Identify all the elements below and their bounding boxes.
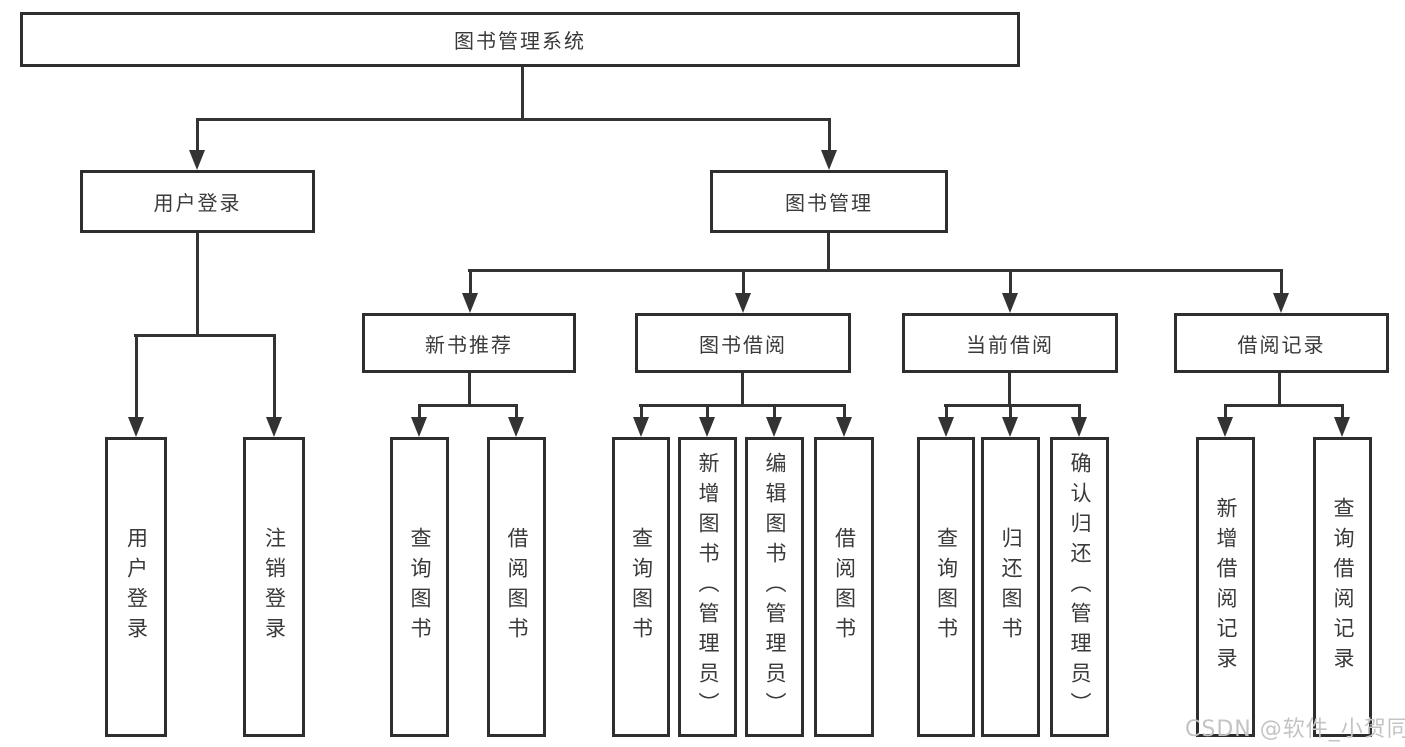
arrow-to-query-books-1 — [411, 404, 428, 437]
node-book-management: 图书管理 — [710, 170, 948, 233]
leaf-query-books-1-label: 查询图书 — [408, 527, 432, 647]
connector-book-borrow-stub — [741, 373, 744, 406]
leaf-confirm-return-admin: 确认归还（管理员） — [1050, 437, 1109, 737]
leaf-add-books-admin: 新增图书（管理员） — [678, 437, 737, 737]
leaf-query-books-3: 查询图书 — [917, 437, 975, 737]
leaf-borrow-books-1-label: 借阅图书 — [505, 527, 529, 647]
arrow-to-query-books-3 — [937, 404, 955, 437]
connector-new-book-bar — [418, 404, 518, 407]
connector-current-borrow-stub — [1008, 373, 1011, 406]
arrow-to-book-management — [820, 118, 838, 170]
leaf-add-books-admin-label: 新增图书（管理员） — [696, 452, 720, 722]
csdn-watermark: CSDN @软件_小贺同学 — [1185, 717, 1405, 742]
leaf-query-books-1: 查询图书 — [390, 437, 449, 737]
arrow-to-borrow-books-1 — [508, 404, 525, 437]
arrow-to-current-borrow — [1001, 269, 1019, 313]
connector-book-mgmt-bar — [468, 269, 1282, 272]
leaf-borrow-books-2-label: 借阅图书 — [832, 527, 857, 647]
node-new-book-recommend: 新书推荐 — [362, 313, 576, 373]
leaf-add-borrow-record: 新增借阅记录 — [1196, 437, 1255, 737]
leaf-query-borrow-record: 查询借阅记录 — [1313, 437, 1372, 737]
connector-new-book-stub — [468, 373, 471, 406]
arrow-to-edit-books-admin — [766, 404, 783, 437]
leaf-confirm-return-admin-label: 确认归还（管理员） — [1068, 452, 1092, 722]
leaf-user-login: 用户登录 — [105, 437, 167, 737]
connector-user-login-bar — [134, 334, 276, 337]
connector-book-mgmt-stub — [827, 233, 830, 272]
leaf-add-borrow-record-label: 新增借阅记录 — [1214, 497, 1238, 677]
leaf-edit-books-admin-label: 编辑图书（管理员） — [763, 452, 787, 722]
arrow-to-user-login — [188, 118, 206, 170]
leaf-query-books-2: 查询图书 — [612, 437, 670, 737]
node-book-borrow: 图书借阅 — [635, 313, 851, 373]
connector-user-login-stub — [196, 233, 199, 336]
node-root-library-system: 图书管理系统 — [20, 12, 1020, 67]
connector-root-bar — [196, 118, 831, 121]
leaf-borrow-books-1: 借阅图书 — [487, 437, 546, 737]
connector-borrow-records-bar — [1224, 404, 1344, 407]
arrow-to-leaf-logout — [265, 334, 283, 437]
leaf-borrow-books-2: 借阅图书 — [814, 437, 874, 737]
leaf-logout: 注销登录 — [243, 437, 305, 737]
leaf-logout-label: 注销登录 — [262, 527, 287, 647]
leaf-user-login-label: 用户登录 — [124, 527, 149, 647]
leaf-edit-books-admin: 编辑图书（管理员） — [745, 437, 804, 737]
arrow-to-leaf-user-login — [127, 334, 145, 437]
arrow-to-confirm-return-admin — [1071, 404, 1088, 437]
leaf-query-borrow-record-label: 查询借阅记录 — [1331, 497, 1355, 677]
arrow-to-book-borrow — [734, 269, 752, 313]
arrow-to-return-books — [1002, 404, 1019, 437]
leaf-query-books-2-label: 查询图书 — [629, 527, 654, 647]
node-user-login: 用户登录 — [80, 170, 315, 233]
arrow-to-query-borrow-record — [1334, 404, 1351, 437]
leaf-return-books-label: 归还图书 — [999, 527, 1023, 647]
leaf-query-books-3-label: 查询图书 — [934, 527, 959, 647]
arrow-to-add-books-admin — [699, 404, 716, 437]
connector-root-stub — [521, 67, 524, 120]
connector-book-borrow-bar — [639, 404, 846, 407]
arrow-to-borrow-records — [1272, 269, 1290, 313]
arrow-to-query-books-2 — [632, 404, 650, 437]
leaf-return-books: 归还图书 — [981, 437, 1040, 737]
connector-current-borrow-bar — [944, 404, 1081, 407]
arrow-to-new-book-recommend — [461, 269, 479, 313]
node-borrow-records: 借阅记录 — [1174, 313, 1389, 373]
arrow-to-add-borrow-record — [1217, 404, 1234, 437]
node-current-borrow: 当前借阅 — [902, 313, 1118, 373]
arrow-to-borrow-books-2 — [835, 404, 853, 437]
connector-borrow-records-stub — [1278, 373, 1281, 406]
